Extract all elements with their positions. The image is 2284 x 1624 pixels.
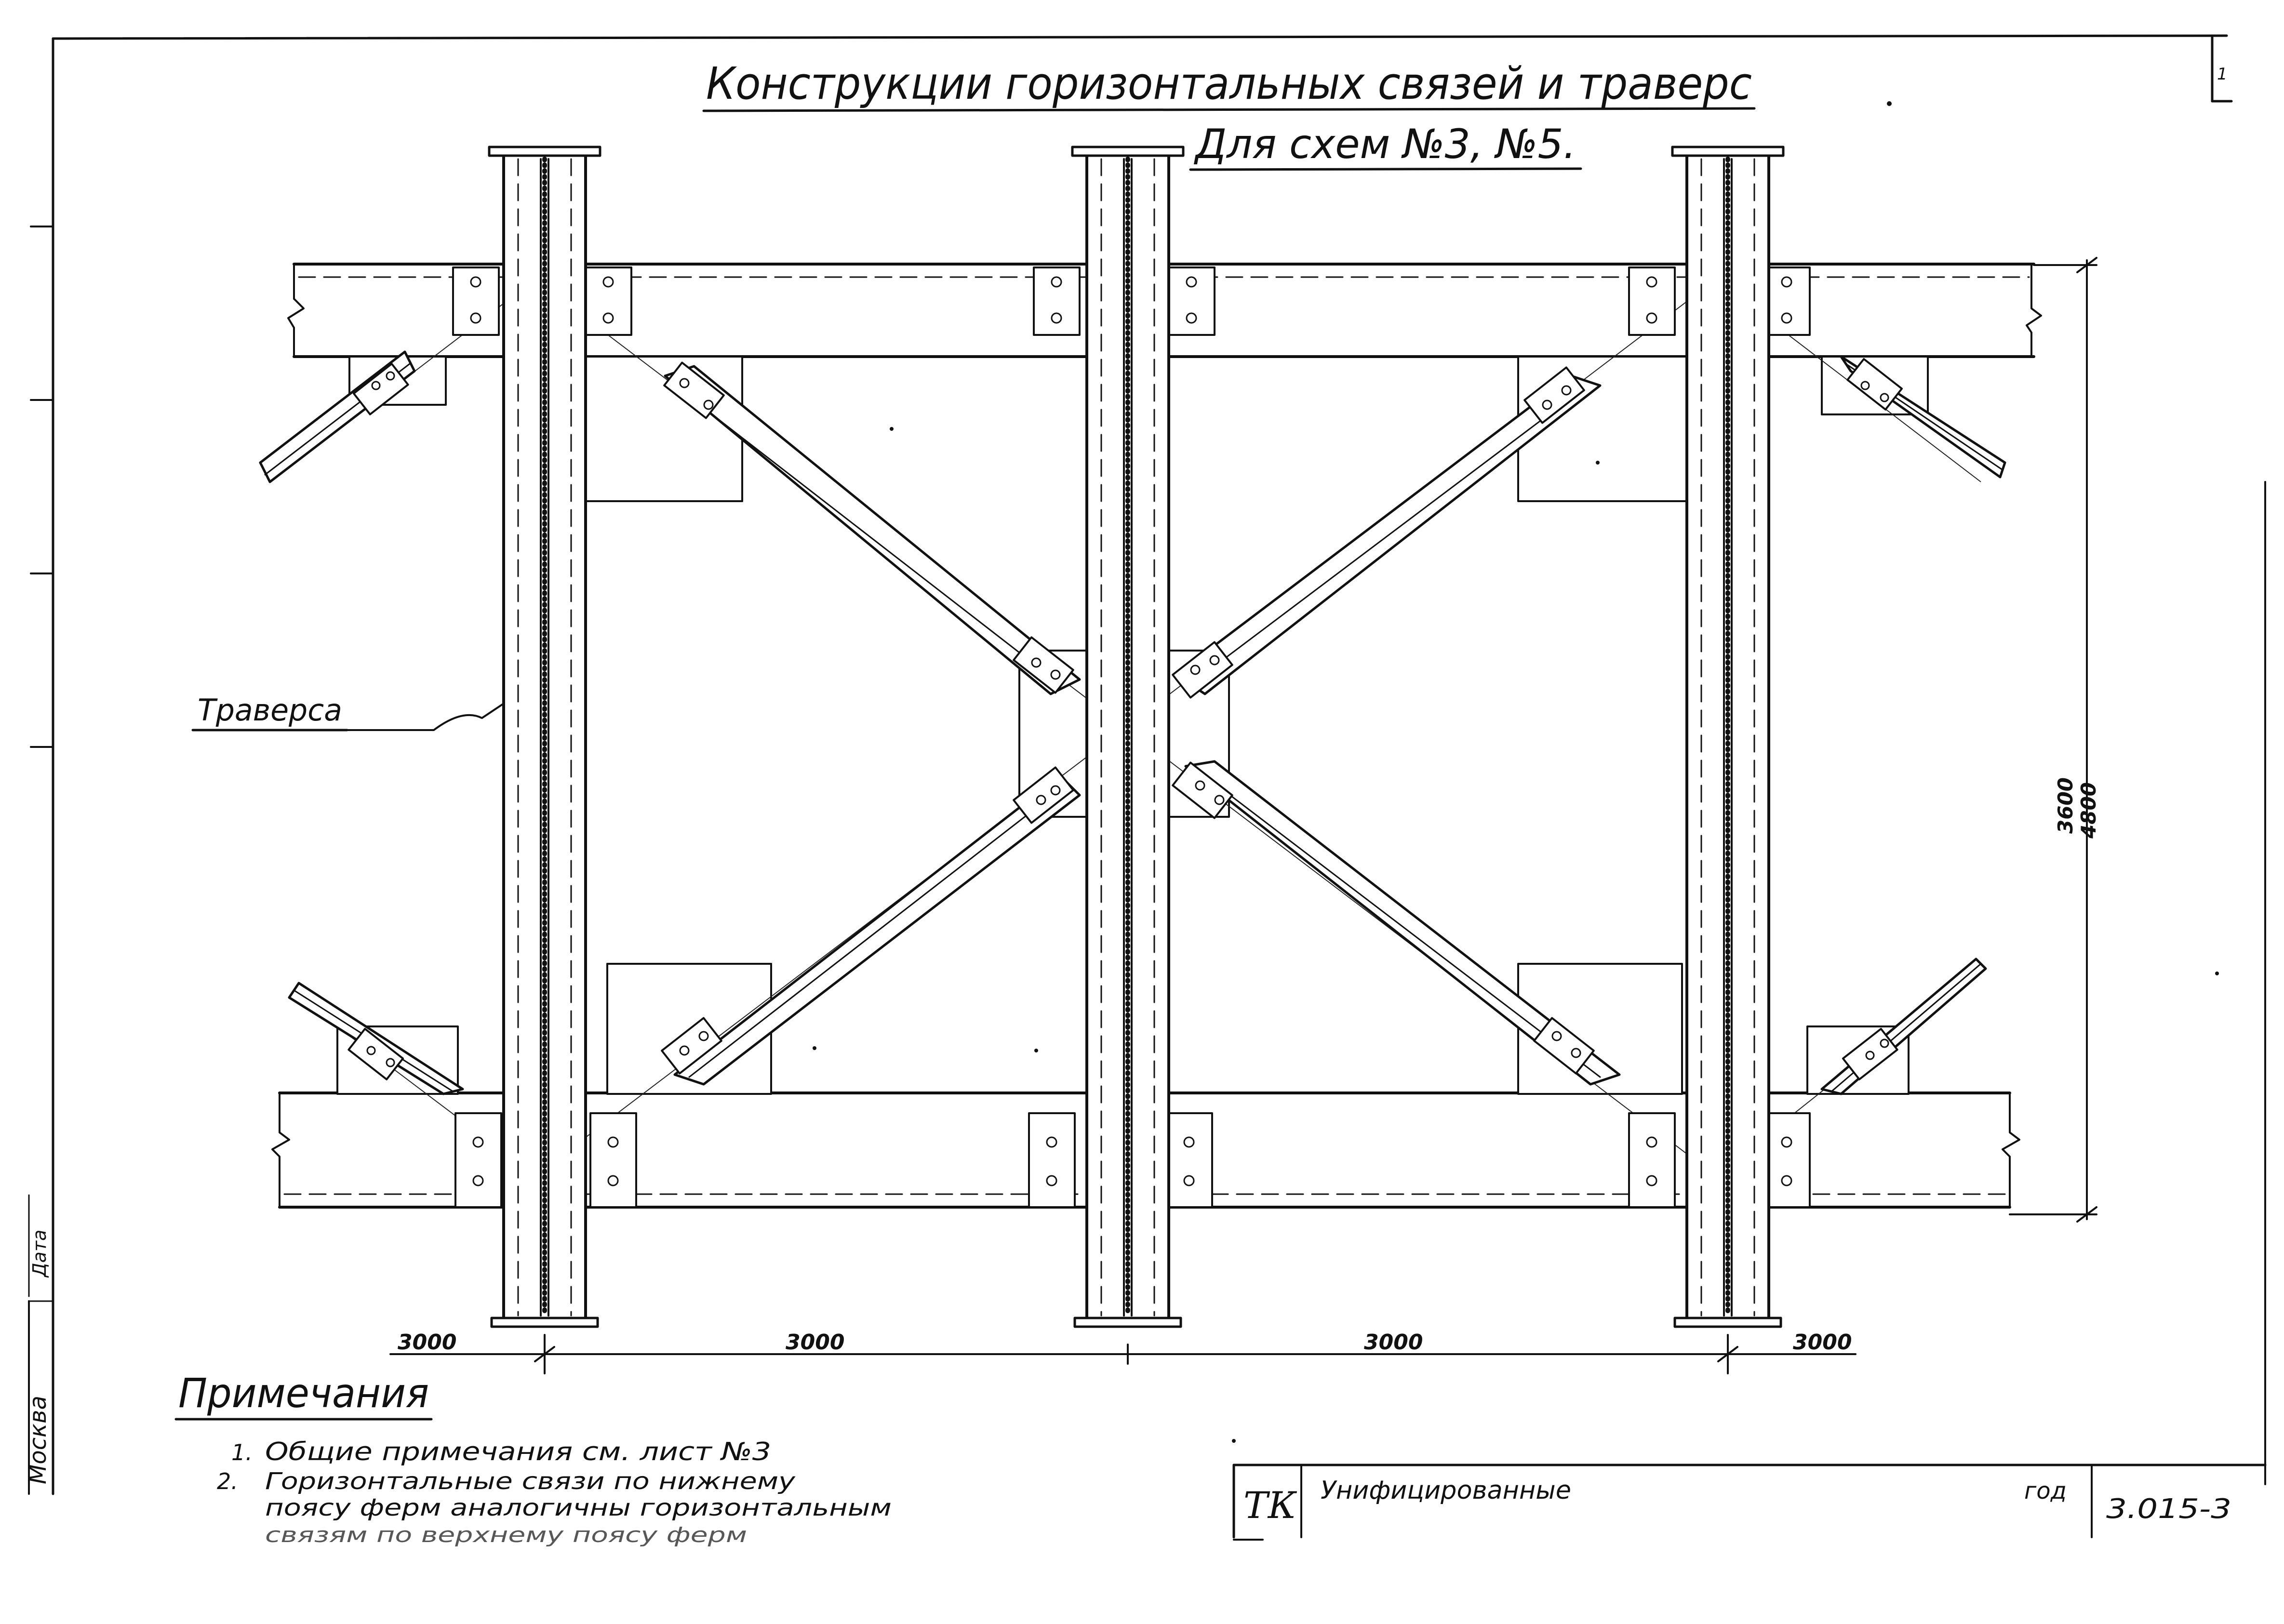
traverse-label: Траверса bbox=[198, 692, 342, 728]
title-block: ТК Унифицированные год 3.015-3 bbox=[1243, 1476, 2231, 1527]
cleat-bolts bbox=[470, 276, 1792, 1186]
dimension-3600: 3600 bbox=[2054, 777, 2077, 834]
scan-marks bbox=[813, 101, 2219, 1443]
notes: Примечания 1. Общие примечания см. лист … bbox=[174, 1370, 892, 1547]
truss-chord-right bbox=[1671, 146, 1785, 1328]
title-block-series: 3.015-3 bbox=[2106, 1493, 2231, 1525]
diagonal-braces bbox=[259, 350, 2006, 1095]
brace-end-plates bbox=[347, 358, 1903, 1080]
margin-date-label: Дата bbox=[29, 1230, 50, 1278]
drawing-title: Конструкции горизонтальных связей и трав… bbox=[706, 58, 1752, 109]
note-2-text-line-3: связям по верхнему поясу ферм bbox=[265, 1523, 747, 1547]
dimension-3000-1: 3000 bbox=[398, 1330, 456, 1355]
vertical-dimension bbox=[2009, 257, 2097, 1223]
sheet-frame bbox=[28, 34, 2267, 1541]
dimension-3000-3: 3000 bbox=[1364, 1330, 1423, 1355]
dimension-3000-2: 3000 bbox=[786, 1330, 844, 1355]
drawing-subtitle: Для схем №3, №5. bbox=[1193, 120, 1576, 168]
note-2-number: 2. bbox=[217, 1468, 238, 1494]
sheet-number: 1 bbox=[2217, 65, 2228, 84]
beam-cleats bbox=[452, 266, 1811, 1208]
traverse-callout: Траверса bbox=[191, 692, 505, 732]
title-block-code: ТК bbox=[1243, 1484, 1297, 1527]
note-2-text-line-2: поясу ферм аналогичны горизонтальным bbox=[265, 1494, 892, 1521]
drawing-title-underline bbox=[702, 107, 1756, 112]
drawing-subtitle-underline bbox=[1189, 167, 1582, 171]
title-block-year: год bbox=[2024, 1478, 2067, 1504]
horizontal-dimension bbox=[389, 1334, 1857, 1374]
note-1-number: 1. bbox=[231, 1439, 253, 1465]
note-2-text-line-1: Горизонтальные связи по нижнему bbox=[265, 1468, 796, 1495]
brace-bolts bbox=[366, 371, 1889, 1067]
truss-chord-center bbox=[1071, 146, 1185, 1328]
margin-city: Москва bbox=[25, 1396, 52, 1484]
truss-chord-left bbox=[488, 146, 601, 1328]
title-block-name: Унифицированные bbox=[1321, 1476, 1571, 1505]
notes-heading: Примечания bbox=[178, 1370, 429, 1417]
note-1-text: Общие примечания см. лист №3 bbox=[265, 1438, 771, 1466]
dimension-3000-4: 3000 bbox=[1793, 1330, 1852, 1355]
dimension-4800: 4800 bbox=[2077, 782, 2100, 839]
